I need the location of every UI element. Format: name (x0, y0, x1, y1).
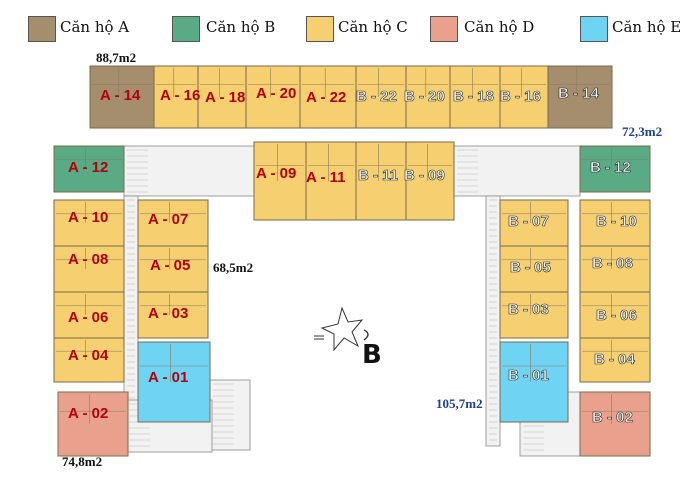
unit-label-a-16: A - 16 (160, 87, 200, 104)
unit-label-a-07: A - 07 (148, 211, 188, 228)
unit-b-07 (499, 199, 569, 247)
legend-swatch-c (306, 16, 334, 42)
unit-a-12 (53, 145, 125, 193)
core-column-left (123, 195, 139, 447)
core-corridor-left (123, 145, 255, 197)
unit-label-b-03: B - 03 (508, 301, 549, 318)
unit-label-b-11: B - 11 (358, 167, 398, 184)
unit-label-b-22: B - 22 (356, 88, 397, 105)
unit-label-a-06: A - 06 (68, 309, 108, 326)
core-stair-left (209, 379, 251, 451)
unit-a-11 (305, 141, 357, 221)
unit-label-a-20: A - 20 (256, 85, 296, 102)
unit-label-b-02: B - 02 (592, 409, 633, 426)
area-label-b12: 72,3m2 (622, 124, 663, 139)
unit-b-05 (499, 245, 569, 293)
unit-a-14 (89, 65, 155, 129)
unit-label-a-10: A - 10 (68, 209, 108, 226)
unit-label-b-09: B - 09 (404, 167, 445, 184)
legend-swatch-d (430, 16, 458, 42)
apartment-units (53, 65, 651, 457)
unit-b-09 (405, 141, 455, 221)
unit-a-03 (137, 291, 209, 339)
unit-label-a-11: A - 11 (306, 169, 345, 186)
compass-label: B (362, 340, 382, 370)
unit-label-a-22: A - 22 (306, 89, 346, 106)
unit-label-b-20: B - 20 (404, 88, 445, 105)
legend-label-a: Căn hộ A (60, 18, 130, 36)
unit-label-b-10: B - 10 (596, 213, 637, 230)
legend-label-e: Căn hộ E (612, 18, 680, 36)
unit-b-11 (355, 141, 407, 221)
unit-b-10 (579, 199, 651, 247)
unit-b-04 (579, 337, 651, 383)
unit-label-b-12: B - 12 (590, 159, 631, 176)
unit-b-20 (405, 65, 451, 129)
unit-a-10 (53, 199, 125, 247)
unit-label-b-14: B - 14 (558, 85, 600, 102)
unit-b-22 (355, 65, 407, 129)
unit-label-a-08: A - 08 (68, 251, 108, 268)
unit-a-20 (245, 65, 301, 129)
legend-label-b: Căn hộ B (206, 18, 276, 36)
unit-label-b-04: B - 04 (594, 351, 636, 368)
unit-a-08 (53, 245, 125, 293)
area-label-b01: 105,7m2 (436, 396, 483, 411)
unit-label-a-03: A - 03 (148, 305, 188, 322)
unit-a-02 (57, 391, 129, 457)
unit-b-02 (579, 391, 651, 457)
unit-a-16 (153, 65, 199, 129)
unit-b-14 (547, 65, 613, 129)
core-corridor-right (453, 145, 581, 197)
unit-label-b-01: B - 01 (508, 367, 549, 384)
unit-b-16 (499, 65, 549, 129)
unit-b-12 (579, 145, 651, 193)
area-label-a02: 74,8m2 (62, 454, 103, 469)
area-label-a05: 68,5m2 (213, 260, 254, 275)
unit-b-01 (499, 341, 569, 423)
legend-label-c: Căn hộ C (338, 18, 408, 36)
unit-label-a-18: A - 18 (205, 89, 245, 106)
core-areas (123, 145, 581, 457)
unit-label-a-14: A - 14 (100, 87, 141, 104)
unit-label-b-08: B - 08 (592, 255, 633, 272)
legend-swatch-a (28, 16, 56, 42)
unit-a-04 (53, 337, 125, 383)
core-lift-left (125, 399, 213, 453)
unit-label-b-16: B - 16 (500, 88, 541, 105)
unit-label-a-04: A - 04 (68, 347, 109, 364)
unit-label-a-12: A - 12 (68, 159, 108, 176)
legend-label-d: Căn hộ D (464, 18, 535, 36)
unit-a-01 (137, 341, 211, 423)
unit-a-06 (53, 291, 125, 339)
unit-a-18 (197, 65, 247, 129)
legend-swatch-e (580, 16, 608, 42)
unit-a-07 (137, 199, 209, 247)
unit-labels: A - 14 A - 16 A - 18 A - 20 A - 22 B - 22 B - … (68, 85, 637, 427)
area-label-a14: 88,7m2 (96, 50, 137, 65)
unit-label-b-06: B - 06 (596, 307, 637, 324)
unit-b-18 (449, 65, 501, 129)
legend-swatch-b (172, 16, 200, 42)
core-column-right (485, 195, 501, 447)
unit-label-a-01: A - 01 (148, 369, 188, 386)
unit-label-b-07: B - 07 (508, 213, 549, 230)
unit-b-06 (579, 291, 651, 339)
unit-a-22 (299, 65, 357, 129)
unit-b-03 (499, 291, 569, 339)
core-lift-right (519, 391, 581, 457)
compass-icon (314, 306, 369, 352)
unit-label-a-02: A - 02 (68, 405, 108, 422)
unit-a-05 (137, 245, 209, 293)
unit-label-a-05: A - 05 (150, 257, 190, 274)
unit-label-b-05: B - 05 (510, 259, 551, 276)
unit-b-08 (579, 245, 651, 293)
unit-a-09 (253, 141, 307, 221)
unit-label-b-18: B - 18 (453, 88, 494, 105)
unit-label-a-09: A - 09 (256, 165, 296, 182)
